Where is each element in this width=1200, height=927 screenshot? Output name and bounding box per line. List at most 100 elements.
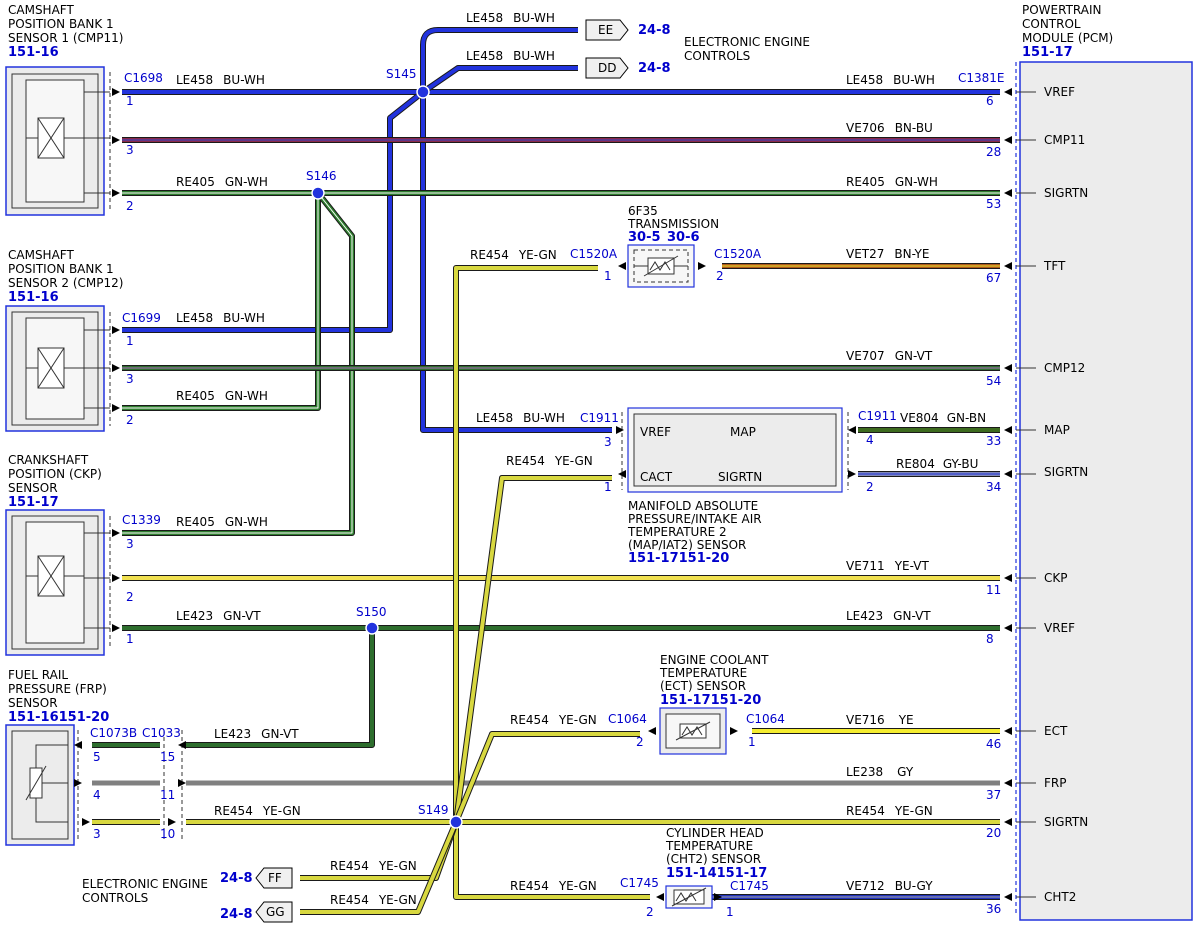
eec-top-line-1: ELECTRONIC ENGINE (684, 35, 810, 49)
pin-number: 1 (604, 480, 612, 494)
pcm-pin-stubs (1016, 91, 1036, 898)
ect-title-line-3: (ECT) SENSOR (660, 679, 746, 693)
pcm-pin-number: 28 (986, 145, 1001, 159)
cmp11-title-line-2: POSITION BANK 1 (8, 17, 114, 31)
cmp12-title-line-3: SENSOR 2 (CMP12) (8, 276, 123, 290)
eec-top-line-2: CONTROLS (684, 49, 750, 63)
wires (92, 27, 1000, 915)
ckp-title-line-3: SENSOR (8, 481, 58, 495)
pcm-pin-label: SIGRTN (1044, 815, 1088, 829)
connector-c1339: C1339 (122, 513, 161, 527)
pin-number: 2 (126, 199, 134, 213)
ckp-title-line-2: POSITION (CKP) (8, 467, 102, 481)
cht-title-line-1: CYLINDER HEAD (666, 826, 764, 840)
splices: S145 S146 S150 S149 (306, 67, 463, 829)
offpage-dd-letter: DD (598, 61, 616, 75)
connector-c1520a-right: C1520A (714, 247, 762, 261)
map-title-line-1: MANIFOLD ABSOLUTE (628, 499, 758, 513)
offpage-connectors: EE 24-8 DD 24-8 FF 24-8 GG 24-8 (220, 19, 671, 923)
pcm-title-line-1: POWERTRAIN (1022, 3, 1102, 17)
connector-c1064-left: C1064 (608, 712, 647, 726)
pcm-pin-label: CMP12 (1044, 361, 1085, 375)
pcm-pin-number: 8 (986, 632, 994, 646)
offpage-gg-ref: 24-8 (220, 907, 253, 922)
pin-number: 1 (126, 94, 134, 108)
pcm-title: POWERTRAIN CONTROL MODULE (PCM) 151-17 (1022, 3, 1113, 60)
pcm-pin-label: VREF (1044, 621, 1075, 635)
pin-number: 3 (126, 372, 134, 386)
ckp-title-line-1: CRANKSHAFT (8, 453, 89, 467)
pin-number: 2 (646, 905, 654, 919)
connector-c1520a-left: C1520A (570, 247, 618, 261)
pcm-pin-number: 53 (986, 197, 1001, 211)
ckp-inner-box (11, 515, 99, 650)
splice-s145 (416, 85, 430, 99)
ckp-ref: 151-17 (8, 495, 59, 510)
trans-title-line-1: 6F35 (628, 204, 658, 218)
pcm-pin-number: 34 (986, 480, 1001, 494)
map-title-line-2: PRESSURE/INTAKE AIR (628, 512, 762, 526)
ect-sensor: ENGINE COOLANT TEMPERATURE (ECT) SENSOR … (636, 653, 769, 755)
offpage-ff (255, 867, 293, 889)
splice-s149-label: S149 (418, 803, 449, 817)
pin-number: 1 (748, 735, 756, 749)
offpage-ee (585, 19, 629, 41)
cmp12-title-line-1: CAMSHAFT (8, 248, 74, 262)
left-pins: 1 3 2 1 3 2 3 2 1 5 4 3 15 11 10 (93, 94, 175, 841)
pcm-pin-number: 20 (986, 826, 1001, 840)
pin-number: 1 (726, 905, 734, 919)
splice-s149 (449, 815, 463, 829)
wire-le458 (122, 27, 1000, 433)
pin-number: 2 (126, 413, 134, 427)
pcm-pin-label: CKP (1044, 571, 1067, 585)
cmp11-title-line-3: SENSOR 1 (CMP11) (8, 31, 123, 45)
pcm-pin-number: 46 (986, 737, 1001, 751)
pcm-pin-label: CMP11 (1044, 133, 1085, 147)
map-pin-map: MAP (730, 425, 756, 439)
map-title-line-3: TEMPERATURE 2 (627, 525, 727, 539)
pin-number: 2 (636, 735, 644, 749)
pcm-ref: 151-17 (1022, 45, 1073, 60)
frp-title-line-2: PRESSURE (FRP) (8, 682, 107, 696)
connector-c1911-right: C1911 (858, 409, 897, 423)
ckp-sensor: CRANKSHAFT POSITION (CKP) SENSOR 151-17 (5, 453, 105, 656)
pin-number: 1 (126, 632, 134, 646)
offpage-gg (255, 901, 293, 923)
cht-ref: 151-14151-17 (666, 866, 767, 881)
pin-number: 5 (93, 750, 101, 764)
map-pin-sigrtn: SIGRTN (718, 470, 762, 484)
cmp11-ref: 151-16 (8, 45, 59, 60)
pin-number: 11 (160, 788, 175, 802)
connector-arrows (112, 88, 1012, 901)
frp-ref: 151-16151-20 (8, 710, 109, 725)
pcm-pin-label: CHT2 (1044, 890, 1076, 904)
trans-ref-1: 30-5 (628, 230, 661, 245)
cht2-sensor: CYLINDER HEAD TEMPERATURE (CHT2) SENSOR … (646, 826, 767, 919)
pcm-pin-number: 37 (986, 788, 1001, 802)
connector-c1033: C1033 (142, 726, 181, 740)
frp-title-line-1: FUEL RAIL (8, 668, 68, 682)
pin-number: 3 (604, 435, 612, 449)
pin-number: 4 (866, 433, 874, 447)
trans-ref-2: 30-6 (667, 230, 700, 245)
pcm-title-line-2: CONTROL (1022, 17, 1081, 31)
